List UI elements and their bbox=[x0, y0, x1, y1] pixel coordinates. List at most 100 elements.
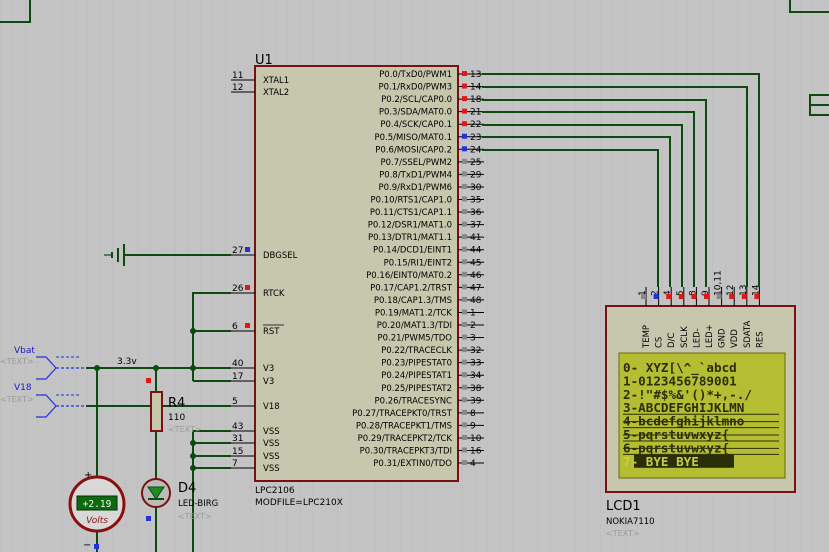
power-wiring bbox=[86, 292, 231, 552]
mcu-right-pin-number: 13 bbox=[470, 70, 481, 80]
lcd-nokia7110[interactable]: 0- XYZ[\^_`abcd1-01234567890012-!"#$%&'(… bbox=[605, 270, 796, 538]
lcd-pin[interactable]: 4D/C bbox=[663, 287, 677, 348]
mcu-left-pin-label: VSS bbox=[263, 452, 280, 462]
voltmeter-unit: Volts bbox=[86, 516, 108, 526]
voltmeter[interactable]: +2.19 Volts + − bbox=[68, 470, 126, 551]
mcu-right-pin-label: P0.0/TxD0/PWM1 bbox=[379, 70, 452, 80]
mcu-right-pin-label: P0.23/PIPESTAT0 bbox=[381, 359, 452, 369]
led-d4[interactable]: D4 LED-BIRG <TEXT> bbox=[141, 478, 218, 521]
mcu-right-pin-label: P0.18/CAP1.3/TMS bbox=[374, 296, 452, 306]
mcu-left-pin-number: 7 bbox=[232, 459, 238, 469]
wire-p0-6-cs bbox=[482, 149, 659, 287]
lcd-pin-number: 12 bbox=[726, 285, 736, 296]
lcd-pin[interactable]: 2CS bbox=[651, 287, 665, 348]
lcd-pin-number: 14 bbox=[751, 284, 761, 296]
mcu-right-pin-number: 38 bbox=[470, 384, 482, 394]
mcu-left-pin-number: 5 bbox=[232, 397, 238, 407]
mcu-right-pin-number: 48 bbox=[470, 296, 482, 306]
lcd-part: NOKIA7110 bbox=[606, 517, 655, 527]
mcu-right-pin[interactable]: P0.18/CAP1.3/TMS 48 bbox=[374, 296, 484, 306]
terminal-v18[interactable]: V18 <TEXT> bbox=[0, 383, 86, 418]
resistor-ref: R4 bbox=[168, 396, 185, 411]
mcu-right-pin-number: 8 bbox=[470, 409, 476, 419]
lcd-pins: 1TEMP2CS4D/C5SCLK8LED-9LED+10,11GND12VDD… bbox=[638, 270, 765, 349]
mcu-right-pin-label: P0.1/RxD0/PWM3 bbox=[378, 83, 452, 93]
mcu-right-pin-number: 23 bbox=[470, 133, 481, 143]
terminal-vbat-hint: <TEXT> bbox=[0, 357, 34, 366]
mcu-right-pin-label: P0.17/CAP1.2/TRST bbox=[370, 283, 453, 293]
lcd-line: 7- BYE BYE bbox=[623, 454, 699, 469]
mcu-right-pin-label: P0.21/PWM5/TDO bbox=[378, 334, 453, 344]
resistor-r4[interactable]: R4 110 <TEXT> bbox=[146, 378, 202, 434]
lcd-pin-number: 5 bbox=[676, 290, 686, 296]
lcd-pin-number: 2 bbox=[651, 290, 661, 296]
voltmeter-plus: + bbox=[84, 470, 92, 481]
mcu-right-pin-number: 25 bbox=[470, 158, 481, 168]
mcu-right-pin-label: P0.10/RTS1/CAP1.0 bbox=[371, 196, 452, 206]
mcu-right-pin-label: P0.3/SDA/MAT0.0 bbox=[379, 108, 452, 118]
voltmeter-minus: − bbox=[83, 540, 91, 551]
mcu-right-pin[interactable]: P0.0/TxD0/PWM1 13 bbox=[379, 70, 484, 80]
mcu-right-pin-label: P0.14/DCD1/EINT1 bbox=[373, 246, 452, 256]
resistor-value: 110 bbox=[168, 413, 185, 423]
mcu-right-pin-label: P0.2/SCL/CAP0.0 bbox=[381, 95, 452, 105]
terminal-vbat[interactable]: Vbat <TEXT> bbox=[0, 346, 86, 380]
mcu-right-pin-label: P0.24/PIPESTAT1 bbox=[381, 371, 452, 381]
lcd-pin-number: 8 bbox=[688, 290, 698, 296]
mcu-ref: U1 bbox=[255, 53, 273, 68]
